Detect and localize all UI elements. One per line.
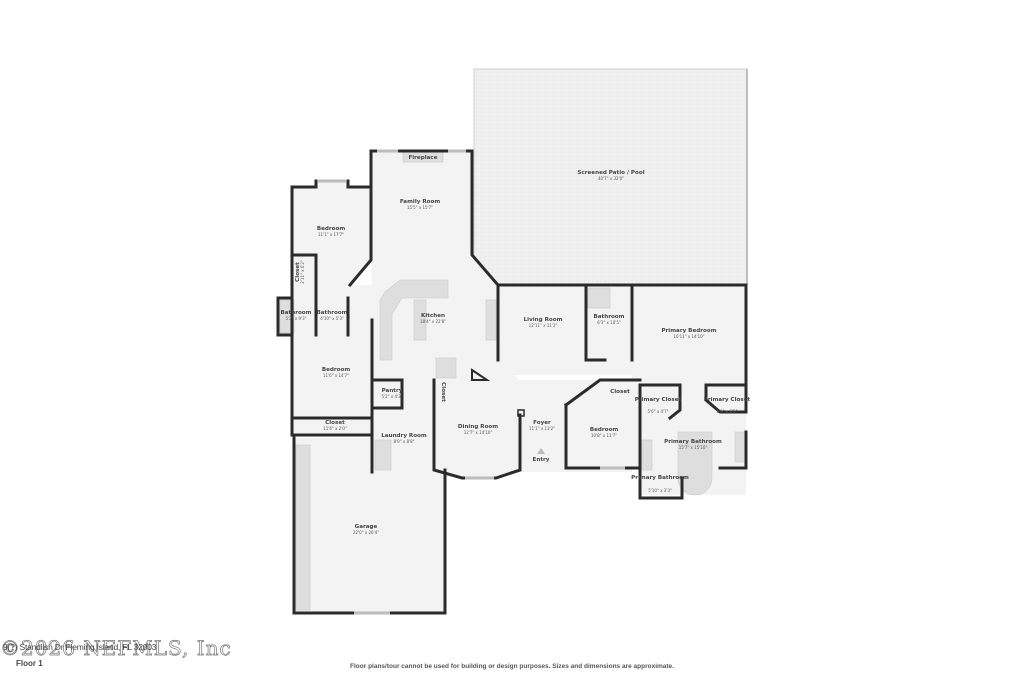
family-room-dims: 15'5" x 15'7" (407, 205, 433, 210)
foyer-label: Foyer (533, 420, 551, 426)
bathroom-w1-dims: 5'2" x 9'3" (286, 316, 307, 321)
bedroom-c-label: Bedroom (590, 427, 619, 433)
bedroom-w-dims: 11'6" x 14'7" (323, 373, 349, 378)
closet-c-label: Closet (610, 389, 630, 395)
bedroom-c-dims: 10'8" x 11'7" (591, 433, 617, 438)
bathroom-c-label: Bathroom (594, 314, 625, 320)
bedroom-w-label: Bedroom (322, 367, 351, 373)
copyright-watermark: ©2026 NEFMLS, Inc (0, 636, 232, 661)
primary-bathroom-dims: 15'7" x 15'10" (679, 445, 708, 450)
garage-dims: 22'0" x 26'4" (353, 530, 379, 535)
bedroom-nw-label: Bedroom (317, 226, 346, 232)
dining-room-dims: 12'7" x 14'10" (464, 430, 493, 435)
primary-closet-2-dims: 5'9" x 6'5" (717, 409, 738, 414)
primary-closet-1-dims: 5'6" x 4'7" (648, 409, 669, 414)
bathroom-c-dims: 6'3" x 10'5" (597, 320, 621, 325)
garage-label: Garage (355, 524, 378, 530)
living-room-label: Living Room (524, 317, 563, 323)
fixtures (279, 150, 746, 611)
laundry-room-dims: 8'9" x 8'8" (394, 439, 415, 444)
primary-bedroom-label: Primary Bedroom (661, 328, 716, 334)
bathroom-w2-label: Bathroom (317, 310, 348, 316)
foyer-dims: 11'1" x 13'2" (529, 426, 555, 431)
screened-patio-area (473, 68, 748, 286)
property-address: 9(?) Standlish Dr Fleming Island, FL 320… (3, 642, 157, 652)
primary-bathroom-label: Primary Bathroom (664, 439, 722, 445)
floor-label: Floor 1 (16, 659, 43, 668)
primary-bathroom-small-label: Primary Bathroom (631, 475, 689, 481)
primary-closet-1-label: Primary Closet (635, 397, 682, 403)
family-room-label: Family Room (400, 199, 441, 205)
primary-bathroom-small-dims: 5'10" x 3'3" (648, 488, 672, 493)
closet-dining-label: Closet (440, 382, 446, 402)
fireplace-label: Fireplace (408, 155, 437, 161)
laundry-room-label: Laundry Room (381, 433, 427, 439)
room-labels: Screened Patio / Pool 40'7" x 32'0" Fire… (281, 155, 751, 535)
entry-label: Entry (533, 457, 550, 463)
bathroom-w1-label: Bathroom (281, 310, 312, 316)
closet-w-label: Closet (325, 420, 345, 426)
patio-dims: 40'7" x 32'0" (598, 176, 624, 181)
closet-nw-dims: 2'11" x 6'2" (300, 260, 305, 284)
primary-bedroom-dims: 16'11" x 14'10" (673, 334, 704, 339)
walls (276, 149, 748, 615)
primary-closet-2-label: Primary Closet (704, 397, 751, 403)
bedroom-nw-dims: 11'1" x 17'7" (318, 232, 344, 237)
patio-label: Screened Patio / Pool (577, 170, 644, 176)
pantry-dims: 5'2" x 4'3" (382, 394, 403, 399)
kitchen-dims: 18'4" x 22'8" (420, 319, 446, 324)
disclaimer-text: Floor plans/tour cannot be used for buil… (350, 663, 674, 670)
pantry-label: Pantry (382, 388, 403, 394)
entry-arrow-icon (537, 448, 545, 454)
dining-room-label: Dining Room (458, 424, 498, 430)
bathroom-w2-dims: 4'10" x 5'3" (320, 316, 344, 321)
living-room-dims: 12'11" x 11'3" (529, 323, 558, 328)
closet-w-dims: 11'6" x 2'0" (323, 426, 347, 431)
kitchen-label: Kitchen (421, 313, 445, 319)
windows (318, 149, 625, 615)
closet-nw-label: Closet (295, 262, 301, 282)
